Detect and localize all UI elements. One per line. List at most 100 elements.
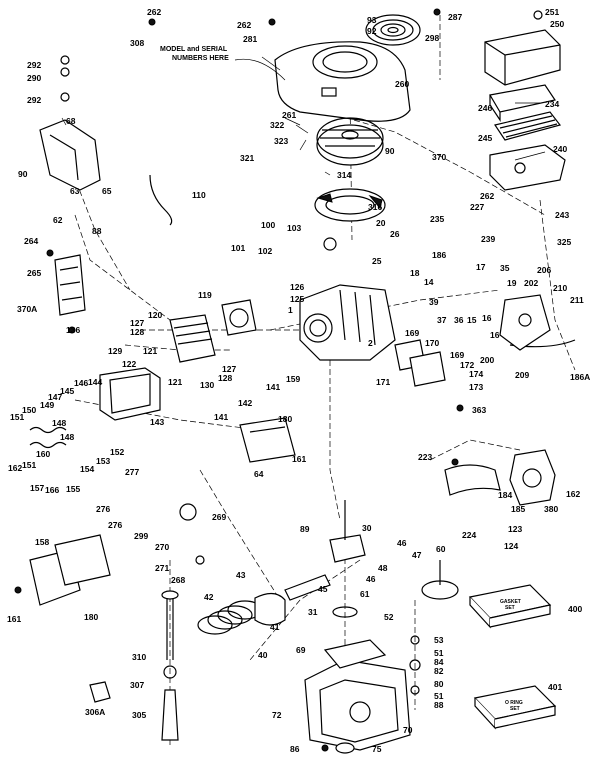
callout-246: 246 bbox=[478, 103, 492, 113]
oring-set-label-line1: O RING bbox=[505, 700, 523, 706]
blower-housing-260 bbox=[274, 41, 411, 122]
callout-380: 380 bbox=[544, 504, 558, 514]
callout-223: 223 bbox=[418, 452, 432, 462]
callout-136: 136 bbox=[66, 325, 80, 335]
callout-202: 202 bbox=[524, 278, 538, 288]
callout-127: 127 bbox=[130, 318, 144, 328]
callout-75: 75 bbox=[372, 744, 382, 754]
model-serial-note-line1: MODEL and SERIAL bbox=[160, 46, 228, 53]
gasket-set-label-line1: GASKET bbox=[500, 599, 521, 605]
callout-84: 84 bbox=[434, 657, 444, 667]
callout-268: 268 bbox=[171, 575, 185, 585]
callout-37: 37 bbox=[437, 315, 447, 325]
callout-185: 185 bbox=[511, 504, 525, 514]
piston-41 bbox=[254, 592, 286, 626]
callout-170: 170 bbox=[425, 338, 439, 348]
callout-174: 174 bbox=[469, 369, 483, 379]
leader-lines bbox=[61, 56, 546, 176]
callout-40: 40 bbox=[258, 650, 268, 660]
callout-262: 262 bbox=[237, 20, 251, 30]
callout-264: 264 bbox=[24, 236, 38, 246]
cylinder-head-120 bbox=[169, 314, 216, 363]
callout-314: 314 bbox=[337, 170, 351, 180]
callout-276: 276 bbox=[96, 504, 110, 514]
callout-370A: 370A bbox=[17, 304, 37, 314]
callout-129: 129 bbox=[108, 346, 122, 356]
rewind-starter-298 bbox=[365, 14, 421, 46]
callout-162: 162 bbox=[566, 489, 580, 499]
callout-88: 88 bbox=[92, 226, 102, 236]
callout-155: 155 bbox=[66, 484, 80, 494]
baffle-265 bbox=[54, 254, 86, 316]
callout-161: 161 bbox=[7, 614, 21, 624]
callout-308: 308 bbox=[130, 38, 144, 48]
callout-144: 144 bbox=[88, 377, 102, 387]
callout-151: 151 bbox=[22, 460, 36, 470]
breather-cover-180 bbox=[239, 417, 296, 463]
callout-169: 169 bbox=[450, 350, 464, 360]
callout-89: 89 bbox=[300, 524, 310, 534]
callout-93: 93 bbox=[367, 15, 377, 25]
callout-31: 31 bbox=[308, 607, 318, 617]
callout-307: 307 bbox=[130, 680, 144, 690]
callout-61: 61 bbox=[360, 589, 370, 599]
callout-82: 82 bbox=[434, 666, 444, 676]
callout-53: 53 bbox=[434, 635, 444, 645]
callout-63: 63 bbox=[70, 186, 80, 196]
callout-147: 147 bbox=[48, 392, 62, 402]
callout-16: 16 bbox=[490, 330, 500, 340]
callout-270: 270 bbox=[155, 542, 169, 552]
control-bracket-200 bbox=[499, 294, 551, 351]
cylinder-block-1 bbox=[299, 284, 396, 361]
callout-251: 251 bbox=[545, 7, 559, 17]
callout-276: 276 bbox=[108, 520, 122, 530]
carburetor-380 bbox=[509, 449, 556, 506]
oil-seal-75 bbox=[335, 742, 355, 754]
callout-290: 290 bbox=[27, 73, 41, 83]
callout-227: 227 bbox=[470, 202, 484, 212]
valve-springs-148 bbox=[29, 426, 67, 449]
callout-51: 51 bbox=[434, 691, 444, 701]
callout-46: 46 bbox=[397, 538, 407, 548]
air-cleaner-base-240 bbox=[489, 144, 566, 191]
model-serial-note-line2: NUMBERS HERE bbox=[172, 55, 229, 62]
callout-400: 400 bbox=[568, 604, 582, 614]
callout-17: 17 bbox=[476, 262, 486, 272]
callout-145: 145 bbox=[60, 386, 74, 396]
callout-310: 310 bbox=[132, 652, 146, 662]
callout-14: 14 bbox=[424, 277, 434, 287]
callout-171: 171 bbox=[376, 377, 390, 387]
callout-36: 36 bbox=[454, 315, 464, 325]
air-filter-246 bbox=[489, 84, 556, 122]
callout-70: 70 bbox=[403, 725, 413, 735]
callout-48: 48 bbox=[378, 563, 388, 573]
callout-149: 149 bbox=[40, 400, 54, 410]
callout-316: 316 bbox=[368, 202, 382, 212]
callout-269: 269 bbox=[212, 512, 226, 522]
callout-60: 60 bbox=[436, 544, 446, 554]
callout-153: 153 bbox=[96, 456, 110, 466]
oring-set-box-401 bbox=[473, 685, 557, 730]
callout-26: 26 bbox=[390, 229, 400, 239]
callout-287: 287 bbox=[448, 12, 462, 22]
callout-103: 103 bbox=[287, 223, 301, 233]
callout-306A: 306A bbox=[85, 707, 105, 717]
callout-46: 46 bbox=[366, 574, 376, 584]
callout-119: 119 bbox=[198, 290, 212, 300]
callout-45: 45 bbox=[318, 584, 328, 594]
gasket-set-label-line2: SET bbox=[505, 605, 515, 611]
callout-148: 148 bbox=[52, 418, 66, 428]
callout-299: 299 bbox=[134, 531, 148, 541]
callout-128: 128 bbox=[218, 373, 232, 383]
callout-101: 101 bbox=[231, 243, 245, 253]
callout-16: 16 bbox=[482, 313, 492, 323]
callout-130: 130 bbox=[200, 380, 214, 390]
callout-169: 169 bbox=[405, 328, 419, 338]
callout-239: 239 bbox=[481, 234, 495, 244]
callout-90: 90 bbox=[18, 169, 28, 179]
gaskets-169 bbox=[394, 339, 446, 387]
callout-127: 127 bbox=[222, 364, 236, 374]
callout-120: 120 bbox=[148, 310, 162, 320]
callout-88: 88 bbox=[434, 700, 444, 710]
callout-292: 292 bbox=[27, 60, 41, 70]
